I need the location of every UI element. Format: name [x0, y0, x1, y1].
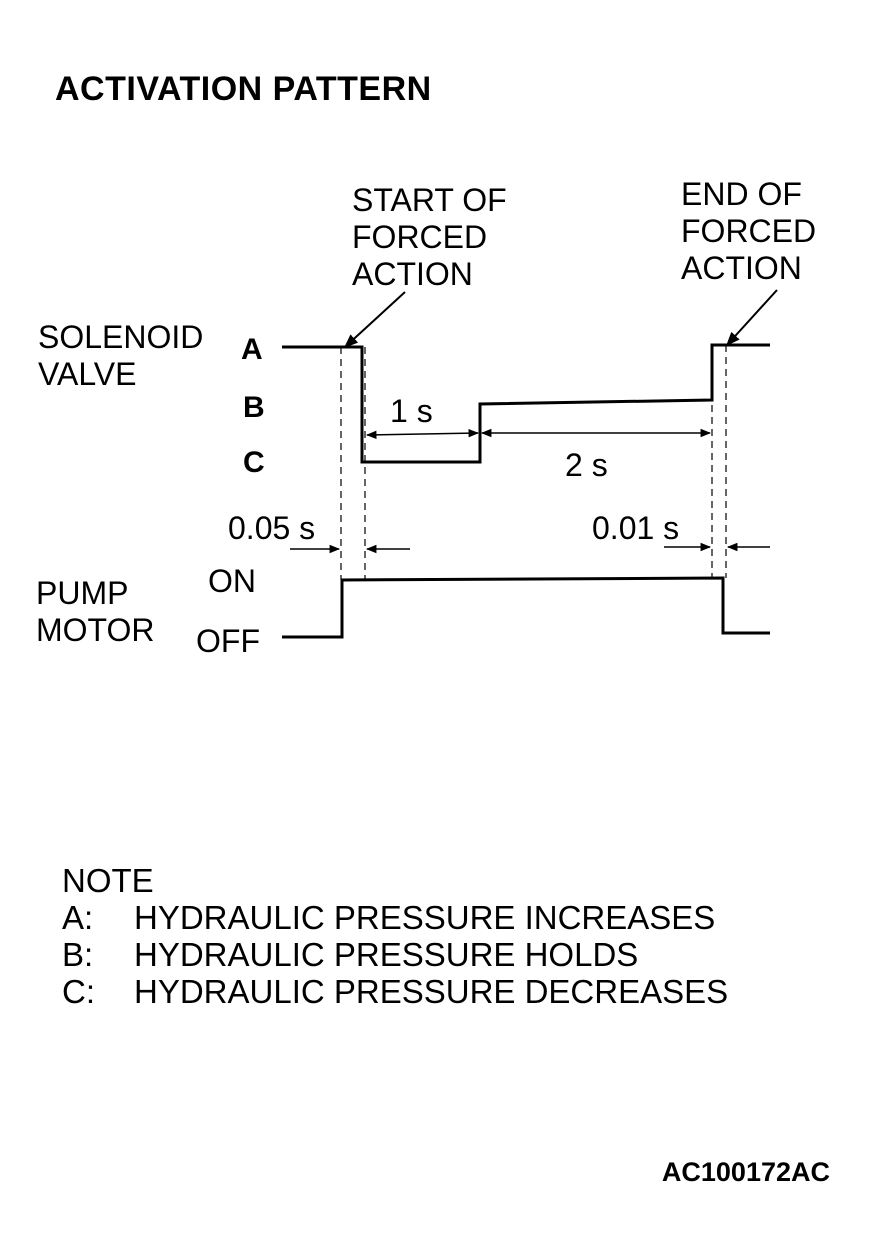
pump-label-line-1: PUMP: [36, 575, 128, 611]
note-text-c: HYDRAULIC PRESSURE DECREASES: [134, 973, 729, 1010]
start-annotation-line-1: START OF: [352, 182, 507, 218]
start-annotation-line-3: ACTION: [352, 256, 473, 292]
level-c-label: C: [243, 446, 265, 479]
start-annotation-arrow: [343, 291, 406, 348]
note-key-b: B:: [62, 936, 94, 973]
diagram-title: ACTIVATION PATTERN: [55, 70, 432, 108]
solenoid-valve-waveform: [282, 343, 770, 464]
solenoid-label-line-2: VALVE: [38, 356, 136, 392]
pump-on-label: ON: [208, 563, 256, 599]
pump-label-line-2: MOTOR: [36, 612, 155, 648]
note-block: NOTE A: HYDRAULIC PRESSURE INCREASES B: …: [62, 862, 728, 1010]
note-text-b: HYDRAULIC PRESSURE HOLDS: [134, 936, 639, 973]
end-annotation-arrow: [726, 289, 778, 347]
level-a-label: A: [241, 333, 263, 366]
note-item-b: B: HYDRAULIC PRESSURE HOLDS: [62, 936, 728, 973]
pump-off-label: OFF: [196, 623, 260, 659]
timing-diagram: START OF FORCED ACTION END OF FORCED ACT…: [36, 176, 816, 659]
start-annotation-line-2: FORCED: [352, 219, 487, 255]
note-key-a: A:: [62, 899, 94, 936]
end-annotation-line-2: FORCED: [681, 213, 816, 249]
hold-c-dimension: [365, 428, 480, 440]
note-key-c: C:: [62, 973, 95, 1010]
figure-code: AC100172AC: [661, 1157, 830, 1187]
note-text-a: HYDRAULIC PRESSURE INCREASES: [134, 899, 716, 936]
note-item-a: A: HYDRAULIC PRESSURE INCREASES: [62, 899, 728, 936]
note-heading: NOTE: [62, 862, 154, 899]
note-item-c: C: HYDRAULIC PRESSURE DECREASES: [62, 973, 728, 1010]
solenoid-label-line-1: SOLENOID: [38, 319, 203, 355]
hold-b-label: 2 s: [565, 447, 608, 483]
end-annotation-line-1: END OF: [681, 176, 802, 212]
hold-c-label: 1 s: [390, 393, 433, 429]
pump-start-delay-label: 0.05 s: [228, 510, 315, 546]
end-annotation-line-3: ACTION: [681, 250, 802, 286]
pump-stop-delay-label: 0.01 s: [592, 510, 679, 546]
pump-motor-waveform: [282, 576, 770, 639]
level-b-label: B: [243, 391, 265, 424]
timing-guide-lines: [340, 345, 727, 580]
